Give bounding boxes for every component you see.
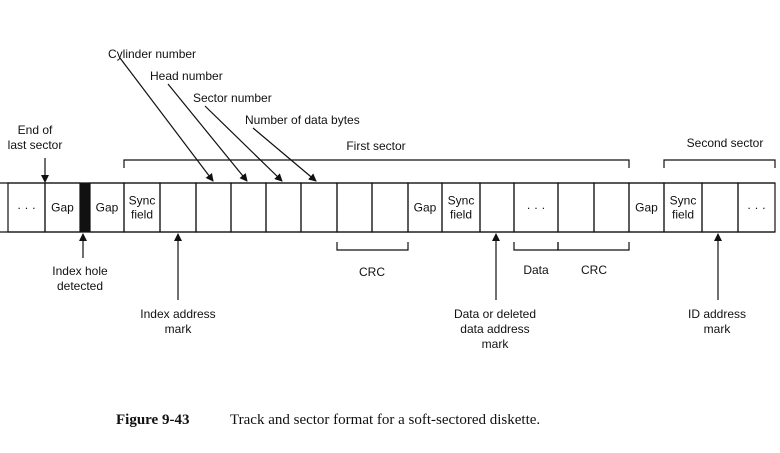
cylinder-number-label: Cylinder number [108,47,196,61]
cell-label: Gap [96,201,119,215]
cell-label: · · · [527,201,546,215]
brackets [123,159,776,251]
sector-number-arrow [204,105,283,182]
cell-box [159,182,197,233]
crc-second-brace [557,242,630,251]
first-sector-brace [123,159,630,168]
cell-box [593,182,630,233]
data-brace [513,242,559,251]
cell-data-address-mark [479,182,515,233]
crc-first-brace [336,242,409,251]
cell-crc-1a [336,182,373,233]
cell-box [557,182,595,233]
head-number-arrow [167,83,248,182]
second-sector-label: Second sector [687,136,764,150]
cell-label: Gap [635,201,658,215]
pointer-arrows [41,57,722,300]
caption-label: Figure 9-43 [116,412,189,428]
cell-gap-3: Gap [407,182,443,233]
cell-crc-2b [593,182,630,233]
cell-box [336,182,373,233]
caption-text: Track and sector format for a soft-secto… [230,412,540,428]
figure-caption: Figure 9-43 Track and sector format for … [116,412,540,428]
cell-box [300,182,338,233]
data-label: Data [523,263,549,277]
cell-crc-2a [557,182,595,233]
cell-gap-1: Gap [44,182,81,233]
cell-label: Gap [51,201,74,215]
cell-cylinder-number [195,182,232,233]
cell-box [265,182,302,233]
cell-head-number [230,182,267,233]
cell-data-ellipsis: · · · [513,182,559,233]
cell-box [230,182,267,233]
cell-trailing-ellipsis: · · · [737,182,776,233]
sector-number-label: Sector number [193,91,272,105]
cell-crc-1b [371,182,409,233]
data-bytes-arrow [252,127,317,182]
cell-number-of-data-bytes [300,182,338,233]
second-sector-brace [663,159,776,168]
crc-first-label: CRC [359,265,385,279]
cell-label: · · · [747,201,766,215]
head-number-label: Head number [150,69,223,83]
cell-gap-4: Gap [628,182,665,233]
cell-index-address-mark [159,182,197,233]
cell-box [195,182,232,233]
cell-box [371,182,409,233]
cell-leading-ellipsis: · · · [7,182,46,233]
number-of-data-bytes-label: Number of data bytes [245,113,360,127]
cell-box [479,182,515,233]
cell-id-address-mark [701,182,739,233]
cell-index-hole [80,183,90,232]
cell-sector-number [265,182,302,233]
first-sector-label: First sector [346,139,405,153]
index-hole-marker [80,183,90,232]
crc-second-label: CRC [581,263,607,277]
cylinder-number-arrow [119,57,214,182]
cell-gap-2: Gap [89,182,125,233]
cell-label: Gap [414,201,437,215]
cell-label: · · · [17,201,36,215]
cell-box [737,182,776,233]
cell-box [701,182,739,233]
